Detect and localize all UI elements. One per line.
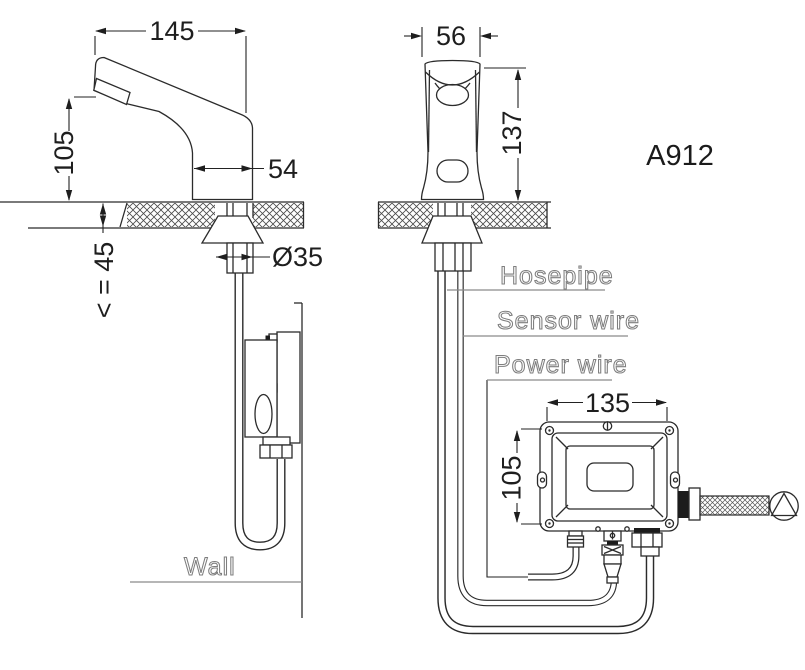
dim-reach-value: 145 bbox=[149, 16, 194, 46]
control-box-side bbox=[244, 331, 301, 459]
dim-deck-thickness-value: < = 45 bbox=[89, 242, 119, 319]
spout-aerator bbox=[93, 77, 131, 106]
dim-base-depth: 54 bbox=[194, 154, 298, 184]
countertop-side bbox=[0, 201, 305, 229]
wall-line bbox=[294, 302, 303, 618]
dim-body-width-value: 56 bbox=[436, 21, 466, 51]
hosepipe-callout: Hosepipe bbox=[447, 261, 614, 291]
dim-spout-height-value: 105 bbox=[49, 130, 79, 175]
callout-labels: Hosepipe Sensor wire Power wire Wall bbox=[130, 261, 640, 583]
model-label: A912 bbox=[646, 140, 714, 172]
sensor-wire-callout: Sensor wire bbox=[463, 306, 640, 337]
dimensions: 145 105 54 Ø35 bbox=[49, 16, 714, 525]
inlet-hose-and-valve bbox=[678, 487, 799, 521]
power-wire-line bbox=[486, 380, 580, 581]
sensor-wire-label: Sensor wire bbox=[497, 307, 640, 335]
dim-faucet-height-value: 137 bbox=[497, 110, 527, 155]
dim-box-height-value: 105 bbox=[497, 455, 527, 500]
dim-deck-thickness: < = 45 bbox=[89, 203, 119, 319]
mounting-cone-front bbox=[421, 215, 483, 272]
box-label-plate bbox=[586, 462, 634, 492]
sensor-plug-connector bbox=[601, 530, 624, 584]
shank-pipes-front bbox=[437, 203, 464, 217]
dim-spout-reach: 145 bbox=[94, 16, 247, 113]
dim-body-width: 56 bbox=[404, 21, 498, 57]
wall-callout: Wall bbox=[130, 552, 302, 583]
power-wire-callout: Power wire bbox=[487, 350, 628, 381]
dim-spout-height: 105 bbox=[49, 96, 96, 201]
sensor-wire-cable bbox=[457, 271, 618, 607]
dim-box-height: 105 bbox=[497, 428, 542, 525]
power-connector bbox=[566, 530, 585, 548]
spout-outlet bbox=[435, 83, 470, 107]
dim-base-depth-value: 54 bbox=[268, 154, 298, 184]
side-view bbox=[0, 56, 305, 618]
hosepipe-label: Hosepipe bbox=[500, 262, 614, 290]
faucet-side bbox=[93, 56, 254, 201]
faucet-front bbox=[420, 59, 485, 201]
front-view bbox=[377, 59, 799, 635]
dim-box-width-value: 135 bbox=[585, 388, 630, 418]
dim-box-width: 135 bbox=[546, 388, 668, 421]
dim-faucet-height: 137 bbox=[484, 67, 527, 201]
valve-symbol bbox=[769, 491, 799, 521]
power-wire-label: Power wire bbox=[494, 351, 628, 379]
wall-label: Wall bbox=[184, 553, 236, 581]
control-box-front bbox=[536, 421, 799, 584]
hose-connector bbox=[631, 528, 663, 557]
dim-hole-diameter: Ø35 bbox=[216, 242, 323, 272]
box-knob-side bbox=[254, 393, 273, 435]
dim-hole-diameter-value: Ø35 bbox=[272, 242, 323, 272]
hose-loop-side bbox=[234, 272, 286, 551]
sensor-window bbox=[436, 159, 469, 183]
hosepipe-cable bbox=[437, 271, 655, 635]
